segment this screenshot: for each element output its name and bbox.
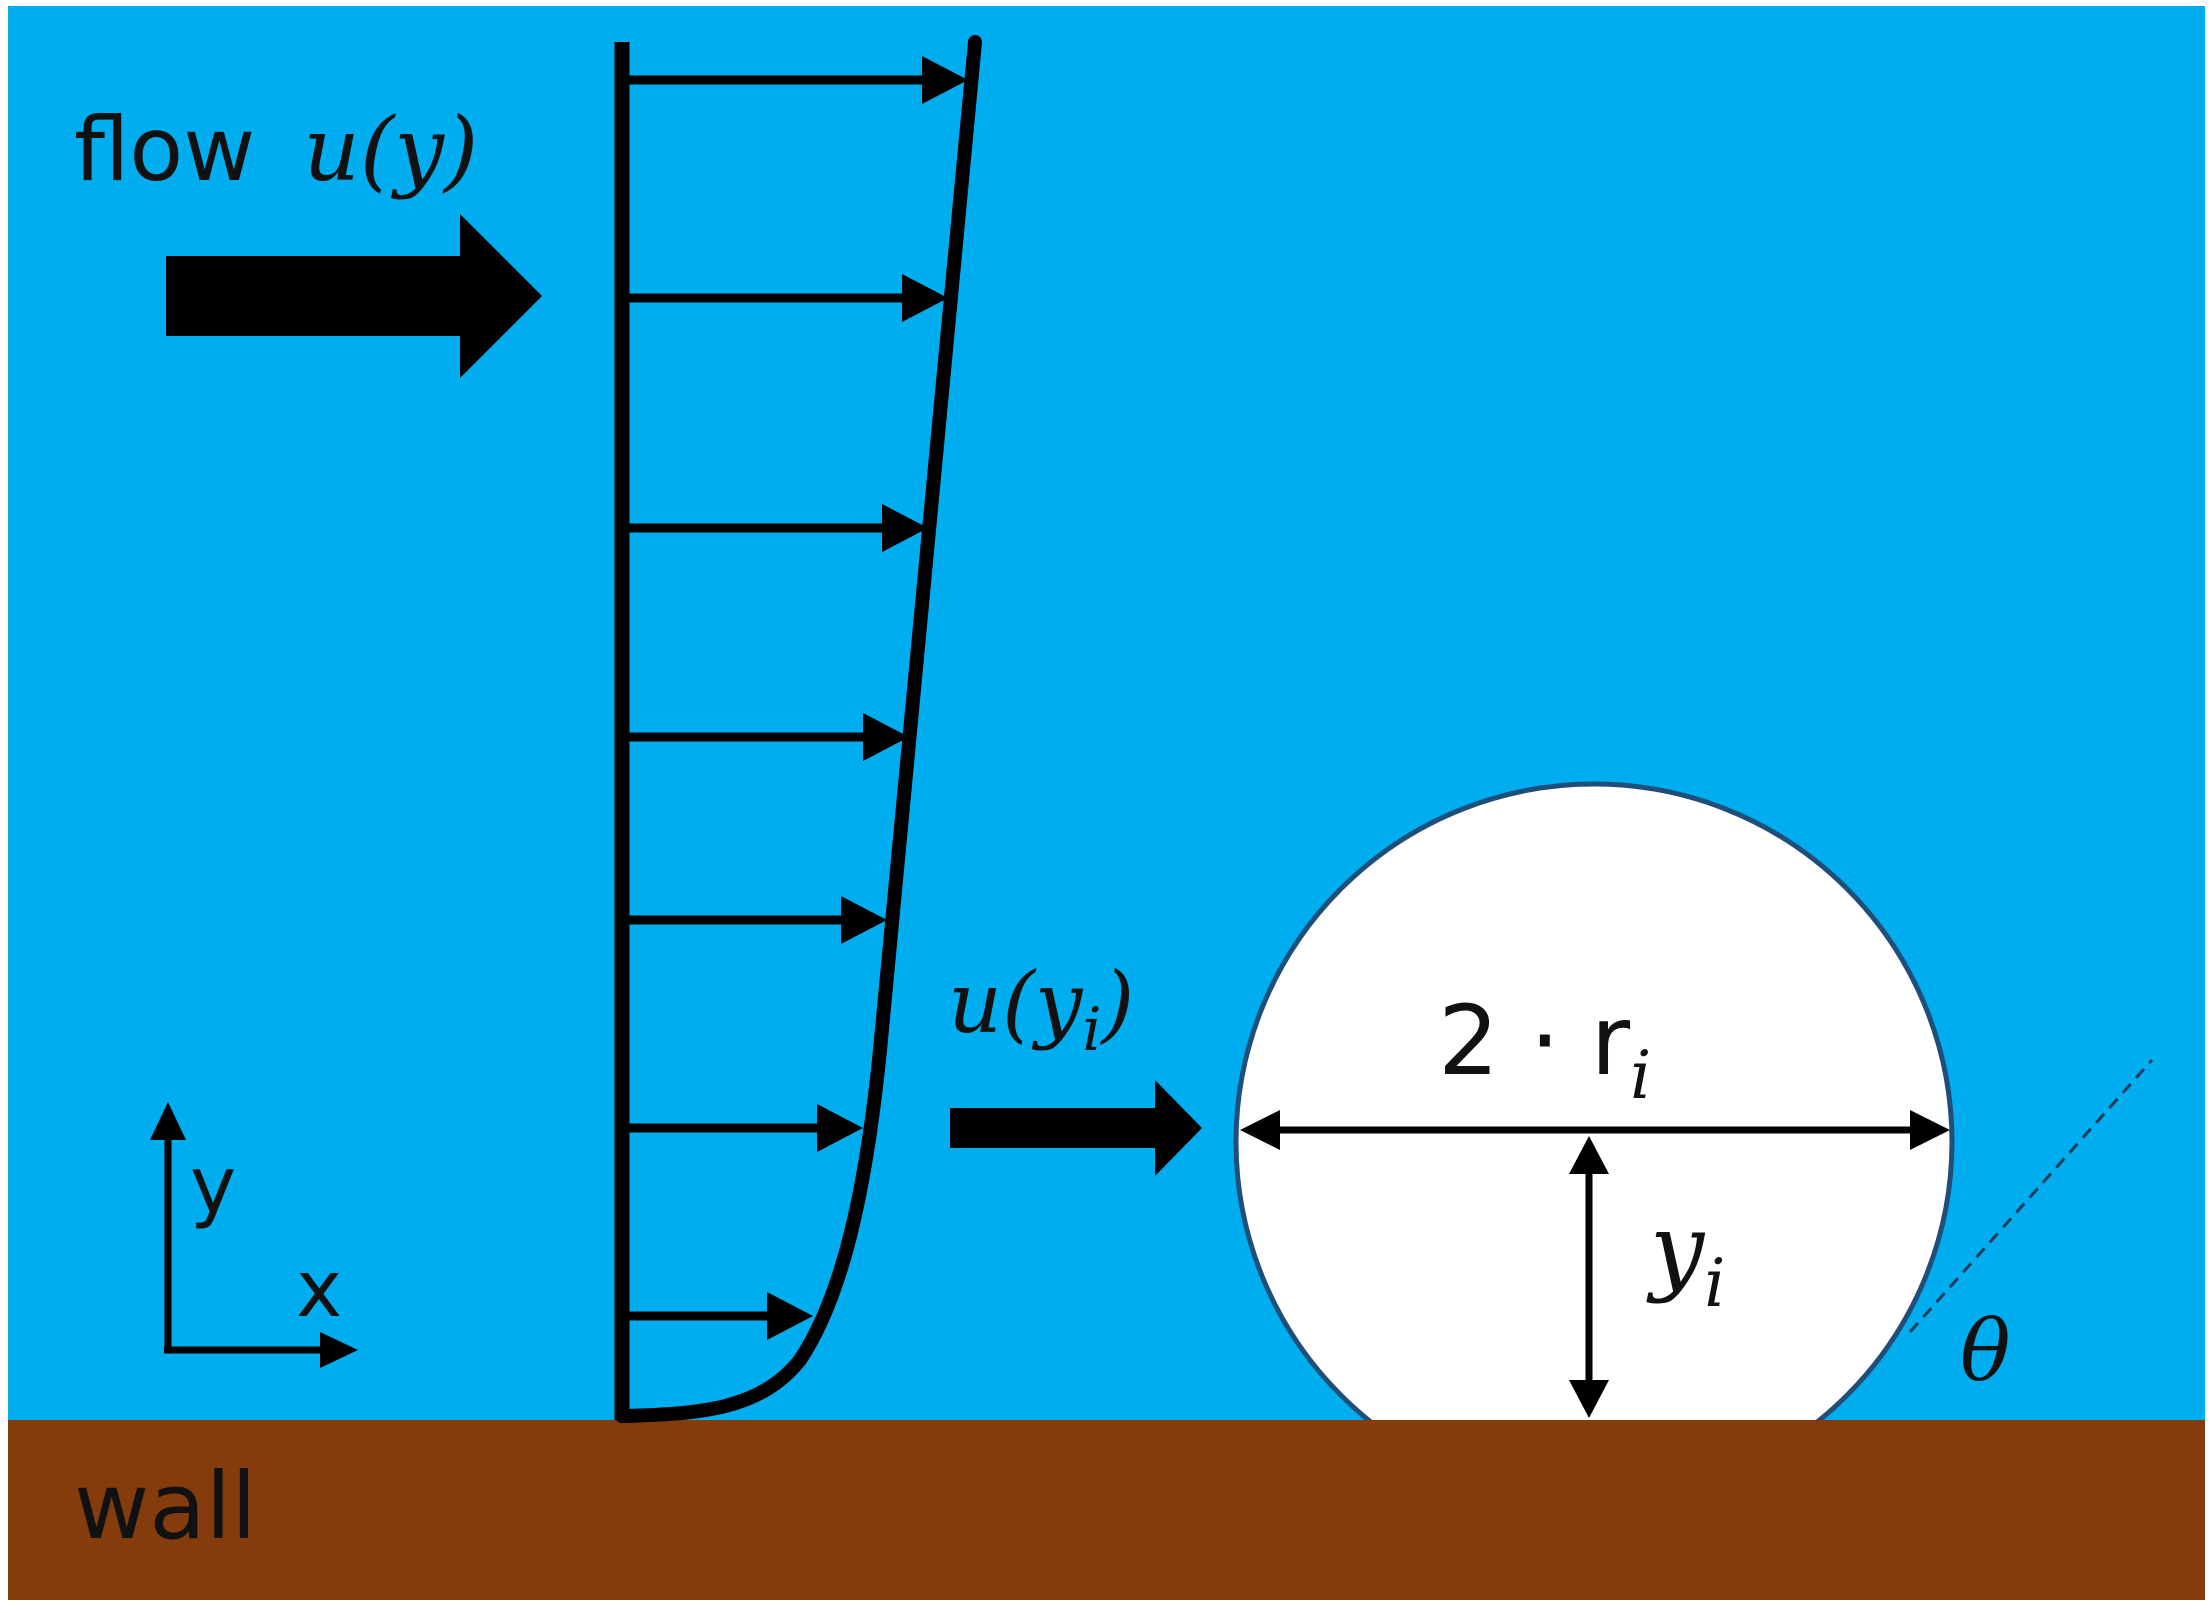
height-subscript: i (1704, 1245, 1725, 1322)
droplet (1233, 781, 1955, 1420)
profile-arrow (622, 896, 887, 944)
profile-arrow (622, 1104, 863, 1152)
axis-y-label: y (190, 1141, 236, 1231)
droplet-velocity-symbol: u(y (948, 954, 1084, 1052)
contact-angle-label: θ (1960, 1302, 2011, 1400)
flow-label: flow u(y) (74, 98, 478, 201)
diameter-prefix: 2 · r (1438, 985, 1631, 1097)
flow-symbol: u(y) (303, 98, 478, 201)
profile-curve (615, 35, 982, 1423)
droplet-velocity-subscript: i (1082, 995, 1101, 1065)
velocity-profile (614, 35, 982, 1423)
axis-x-label: x (296, 1245, 342, 1335)
wall (8, 1420, 2205, 1600)
diameter-label: 2 · ri (1438, 985, 1651, 1114)
height-symbol: y (1646, 1193, 1706, 1305)
flow-direction-arrow (166, 214, 542, 378)
axis-x-arrowhead (320, 1332, 358, 1368)
diameter-subscript: i (1630, 1037, 1651, 1114)
flow-word: flow (74, 98, 255, 201)
profile-arrow (622, 504, 928, 552)
height-dimension (1569, 1136, 1609, 1418)
droplet-velocity-close: ) (1100, 954, 1135, 1052)
wall-label: wall (74, 1453, 257, 1560)
axis-y-arrowhead (150, 1102, 186, 1140)
diameter-dimension (1240, 1110, 1950, 1150)
profile-arrow (622, 713, 909, 761)
droplet-velocity-arrow (950, 1080, 1202, 1176)
height-label: yi (1646, 1193, 1725, 1322)
profile-arrow (622, 56, 968, 104)
contact-angle-tangent (1908, 1059, 2154, 1333)
profile-arrow (622, 1292, 813, 1340)
droplet-velocity-label: u(yi) (948, 954, 1134, 1065)
coordinate-axes (150, 1102, 358, 1368)
profile-arrow (622, 274, 948, 322)
